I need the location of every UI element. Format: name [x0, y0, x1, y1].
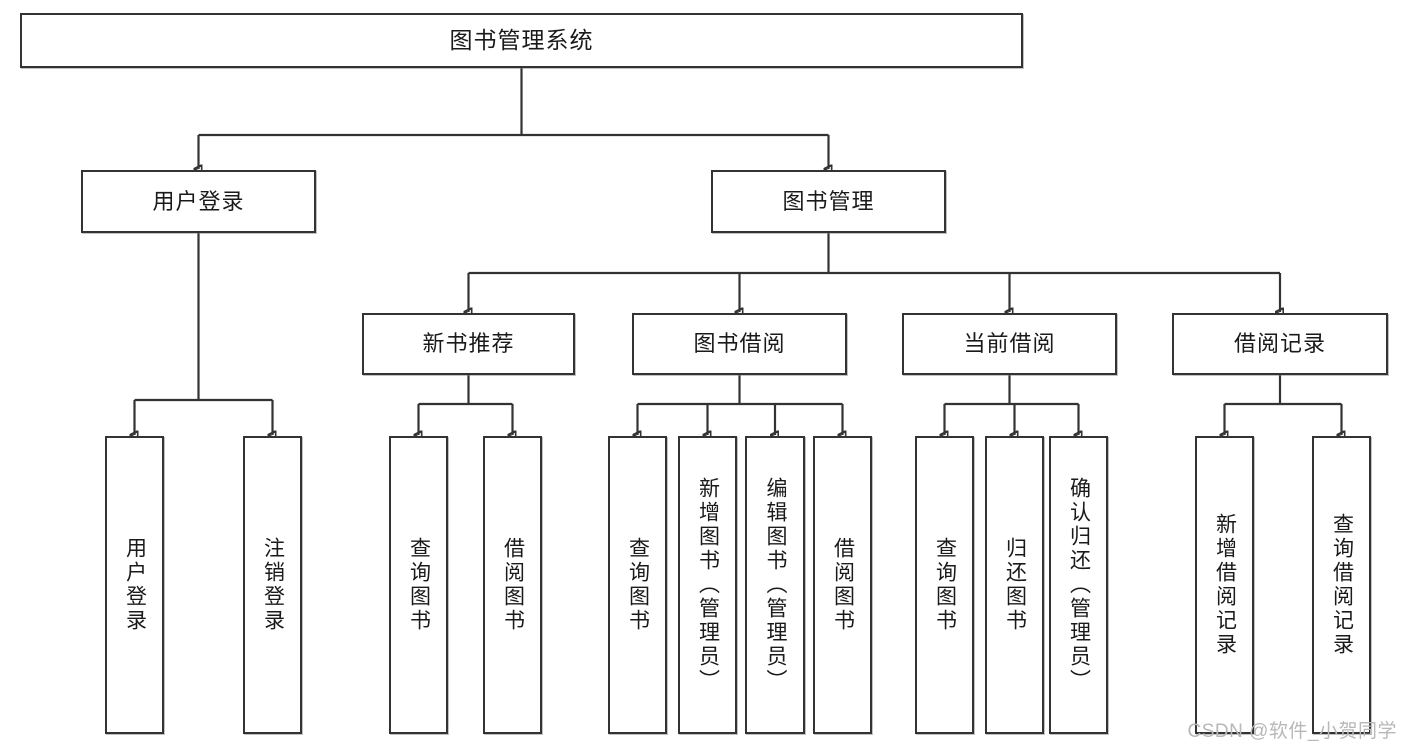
node-borrow[interactable]: 图书借阅 — [632, 313, 847, 375]
node-label: 当前借阅 — [963, 331, 1056, 357]
node-login[interactable]: 用户登录 — [81, 170, 316, 233]
node-label: 注销登录 — [261, 537, 285, 633]
node-leaf-bor2[interactable]: 新增图书（管理员） — [678, 436, 737, 734]
node-label: 新增图书（管理员） — [696, 477, 720, 693]
node-leaf-cur1[interactable]: 查询图书 — [915, 436, 974, 734]
node-label: 查询图书 — [407, 537, 431, 633]
node-leaf-bor4[interactable]: 借阅图书 — [813, 436, 872, 734]
node-leaf-login2[interactable]: 注销登录 — [243, 436, 302, 734]
node-label: 新增借阅记录 — [1213, 513, 1237, 657]
node-label: 查询借阅记录 — [1330, 513, 1354, 657]
node-label: 编辑图书（管理员） — [764, 477, 788, 693]
node-bookmgmt[interactable]: 图书管理 — [711, 170, 946, 233]
node-label: 借阅图书 — [501, 537, 525, 633]
node-leaf-rec1[interactable]: 新增借阅记录 — [1195, 436, 1254, 734]
node-label: 借阅记录 — [1233, 331, 1326, 357]
node-newbook[interactable]: 新书推荐 — [362, 313, 575, 375]
watermark: CSDN @软件_小贺同学 — [1187, 721, 1397, 742]
node-label: 图书借阅 — [693, 331, 786, 357]
node-label: 用户登录 — [123, 537, 147, 633]
node-root[interactable]: 图书管理系统 — [20, 13, 1023, 68]
node-label: 查询图书 — [626, 537, 650, 633]
node-leaf-cur2[interactable]: 归还图书 — [985, 436, 1044, 734]
node-leaf-new2[interactable]: 借阅图书 — [483, 436, 542, 734]
node-label: 归还图书 — [1003, 537, 1027, 633]
node-leaf-new1[interactable]: 查询图书 — [389, 436, 448, 734]
node-label: 借阅图书 — [831, 537, 855, 633]
node-records[interactable]: 借阅记录 — [1172, 313, 1388, 375]
node-label: 图书管理系统 — [449, 27, 594, 54]
node-label: 图书管理 — [782, 188, 875, 214]
node-leaf-bor3[interactable]: 编辑图书（管理员） — [745, 436, 805, 734]
node-current[interactable]: 当前借阅 — [902, 313, 1117, 375]
node-label: 确认归还（管理员） — [1067, 477, 1091, 693]
node-label: 新书推荐 — [422, 331, 515, 357]
node-leaf-cur3[interactable]: 确认归还（管理员） — [1049, 436, 1108, 734]
node-leaf-login1[interactable]: 用户登录 — [105, 436, 164, 734]
node-leaf-rec2[interactable]: 查询借阅记录 — [1312, 436, 1371, 734]
node-label: 用户登录 — [152, 188, 245, 214]
node-leaf-bor1[interactable]: 查询图书 — [608, 436, 667, 734]
node-label: 查询图书 — [933, 537, 957, 633]
